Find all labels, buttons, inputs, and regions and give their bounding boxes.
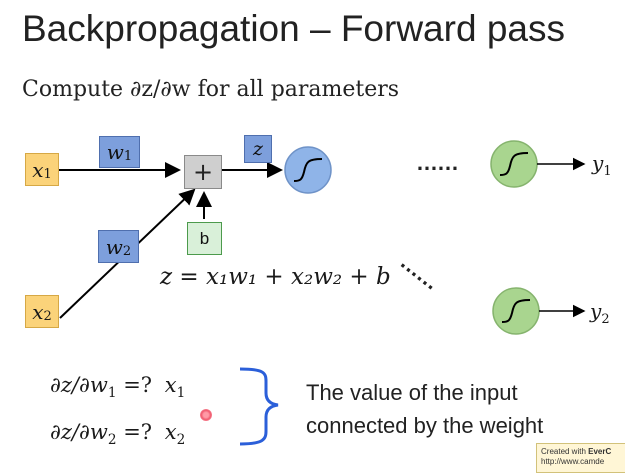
ellipsis-horizontal: …… bbox=[416, 150, 459, 175]
bias-box: b bbox=[187, 222, 222, 255]
neuron-output-1 bbox=[490, 140, 538, 188]
pointer-highlight bbox=[200, 409, 212, 421]
sum-node: + bbox=[184, 155, 222, 189]
derivative-w2: ∂z/∂w2 =? x2 bbox=[50, 420, 186, 448]
slide-subtitle: Compute ∂z/∂w for all parameters bbox=[22, 77, 400, 102]
output-y1: y1 bbox=[592, 151, 612, 179]
neuron-hidden bbox=[284, 146, 332, 194]
slide-title: Backpropagation – Forward pass bbox=[22, 8, 565, 49]
neuron-output-2 bbox=[492, 287, 540, 335]
curly-brace bbox=[239, 367, 279, 446]
explanation-line-2: connected by the weight bbox=[306, 413, 544, 438]
explanation-line-1: The value of the input bbox=[306, 380, 518, 405]
forward-equation: z = x₁w₁ + x₂w₂ + b bbox=[160, 264, 391, 290]
explanation-text: The value of the input connected by the … bbox=[306, 376, 543, 442]
z-label: z bbox=[244, 135, 272, 163]
output-y2: y2 bbox=[590, 299, 610, 327]
derivative-w1: ∂z/∂w1 =? x1 bbox=[50, 373, 186, 401]
watermark-badge: Created with EverC http://www.camde bbox=[536, 443, 625, 473]
